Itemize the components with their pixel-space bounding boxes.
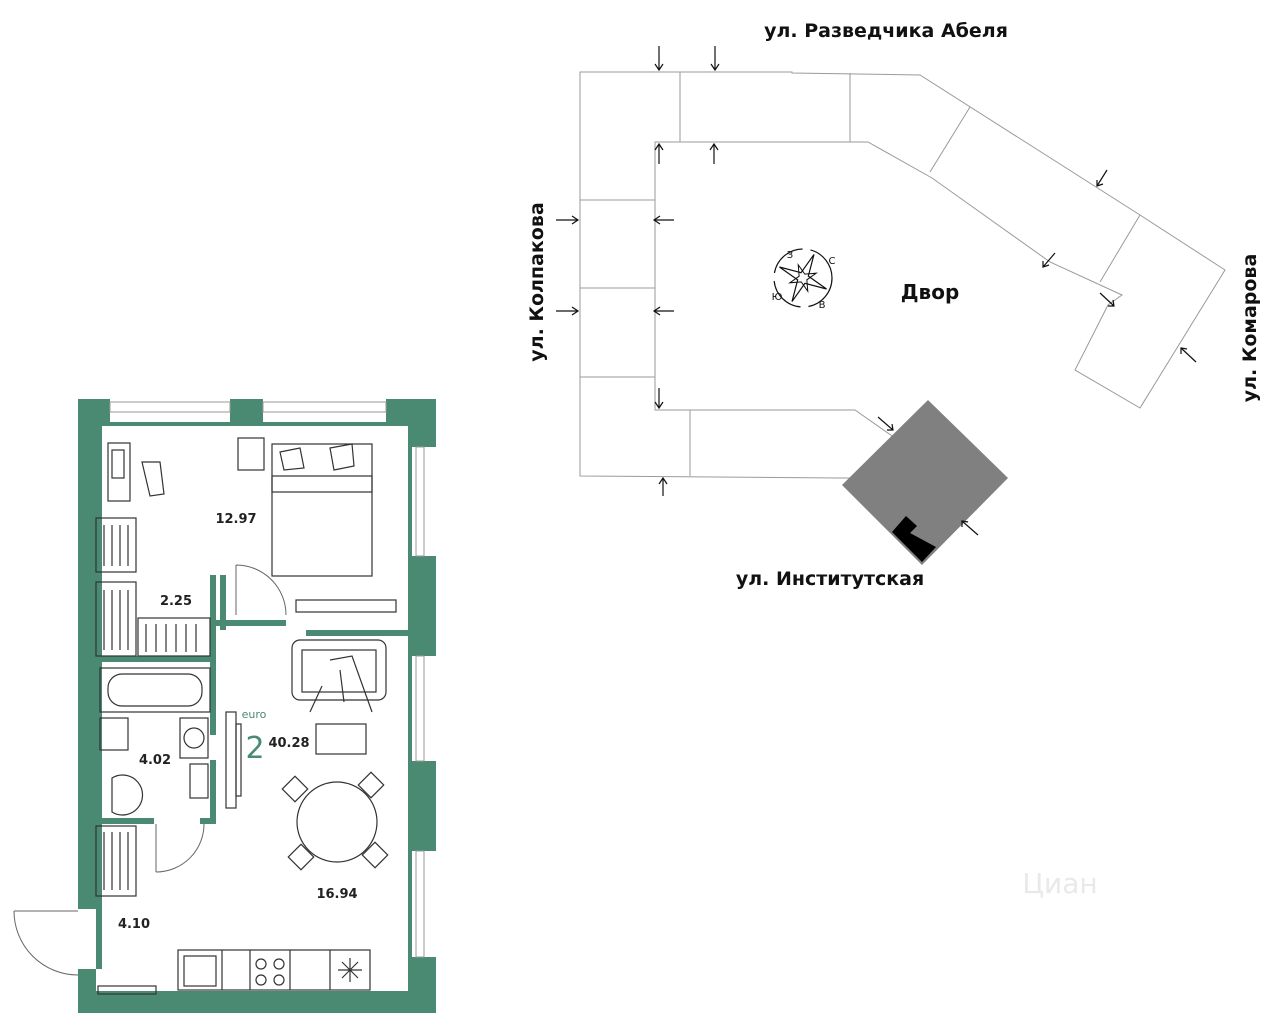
unit-marker xyxy=(892,516,936,562)
street-right: ул. Комарова xyxy=(1239,254,1261,403)
compass-east: В xyxy=(819,300,826,311)
area-bedroom: 12.97 xyxy=(215,512,256,527)
site-plan: С В Ю З Двор ул. Разведчика Абеля ул. Ко… xyxy=(526,20,1261,590)
area-total: 40.28 xyxy=(268,736,309,751)
compass-rose: С В Ю З xyxy=(772,248,836,311)
street-bottom: ул. Институтская xyxy=(736,568,924,590)
building-outline xyxy=(579,71,1226,479)
building-highlight xyxy=(842,400,1008,565)
dining-table xyxy=(281,771,389,871)
entrance-arrows xyxy=(556,46,1197,536)
compass-west: З xyxy=(787,250,793,261)
desk-chair xyxy=(107,442,165,502)
area-wardrobe: 2.25 xyxy=(160,594,192,609)
street-top: ул. Разведчика Абеля xyxy=(764,20,1008,42)
compass-south: Ю xyxy=(772,292,783,303)
watermark: Циан xyxy=(1022,867,1097,900)
bathroom-fixtures xyxy=(99,667,211,816)
wardrobes xyxy=(95,517,211,995)
apartment-plan: 12.97 2.25 4.02 40.28 16.94 4.10 euro 2 xyxy=(13,399,436,1013)
section-divider xyxy=(1099,214,1141,283)
area-bathroom: 4.02 xyxy=(139,753,171,768)
area-kitchen-living: 16.94 xyxy=(316,887,357,902)
outer-walls xyxy=(78,399,436,1013)
tv-unit xyxy=(225,711,242,809)
kitchen-counter xyxy=(177,949,371,991)
doors xyxy=(13,564,287,976)
yard-label: Двор xyxy=(901,280,960,304)
street-left: ул. Колпакова xyxy=(526,202,548,361)
rooms-count: 2 xyxy=(245,731,264,766)
sofa xyxy=(291,639,387,755)
windows xyxy=(109,401,425,958)
bed xyxy=(237,437,397,613)
area-hallway: 4.10 xyxy=(118,917,150,932)
type-label: euro xyxy=(242,708,267,721)
section-divider xyxy=(929,106,971,173)
compass-north: С xyxy=(829,256,836,267)
